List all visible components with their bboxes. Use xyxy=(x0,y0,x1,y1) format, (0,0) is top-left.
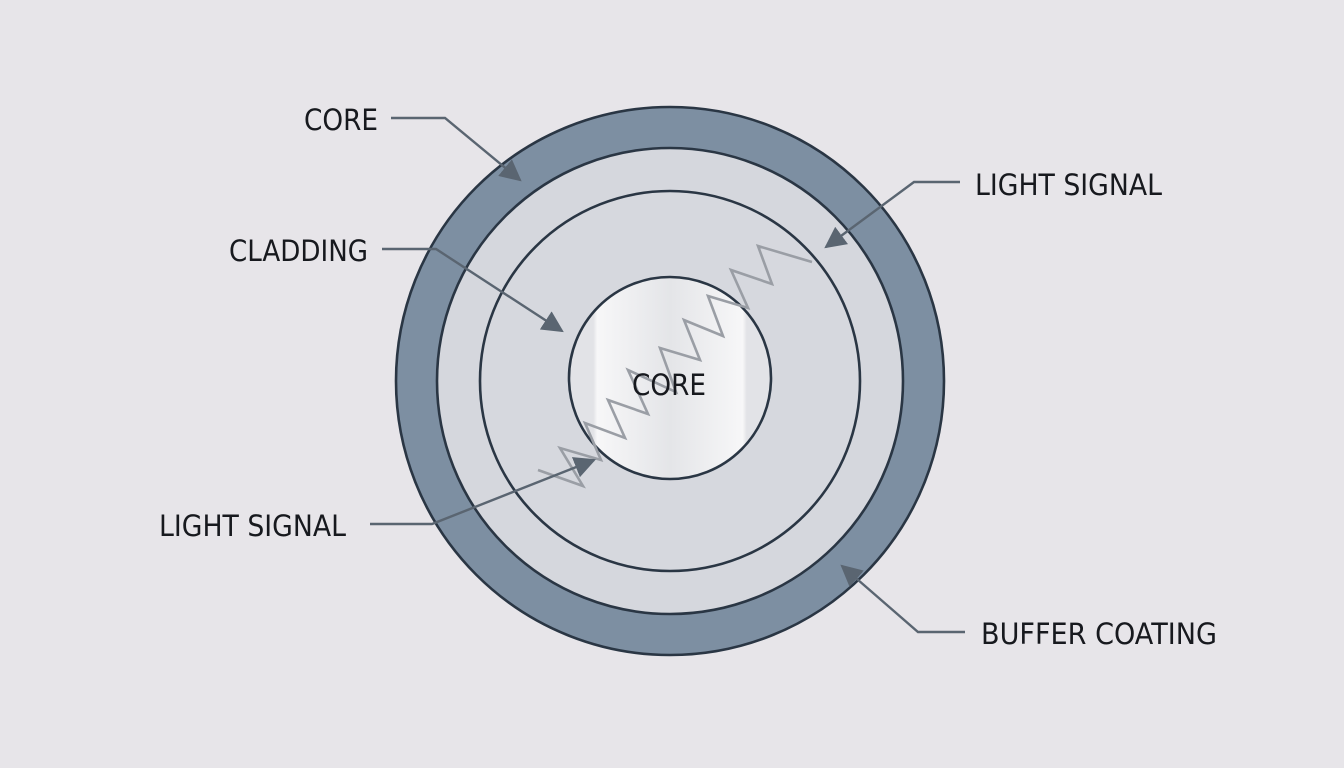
light-signal-left-leader-line xyxy=(370,457,597,526)
core-outer-label: CORE xyxy=(304,103,378,137)
cladding-label: CLADDING xyxy=(229,234,368,268)
cladding-leader-line xyxy=(382,247,564,333)
buffer-coating-label: BUFFER COATING xyxy=(981,617,1217,651)
light-signal-zigzag xyxy=(537,244,813,489)
light-signal-right-label: LIGHT SIGNAL xyxy=(975,168,1162,202)
core-center-label: CORE xyxy=(632,368,706,402)
buffer-coating-leader-line xyxy=(840,564,965,634)
light-signal-left-label: LIGHT SIGNAL xyxy=(159,509,346,543)
core-outer-leader-line xyxy=(391,116,522,182)
light-signal-right-leader-line xyxy=(824,180,960,249)
